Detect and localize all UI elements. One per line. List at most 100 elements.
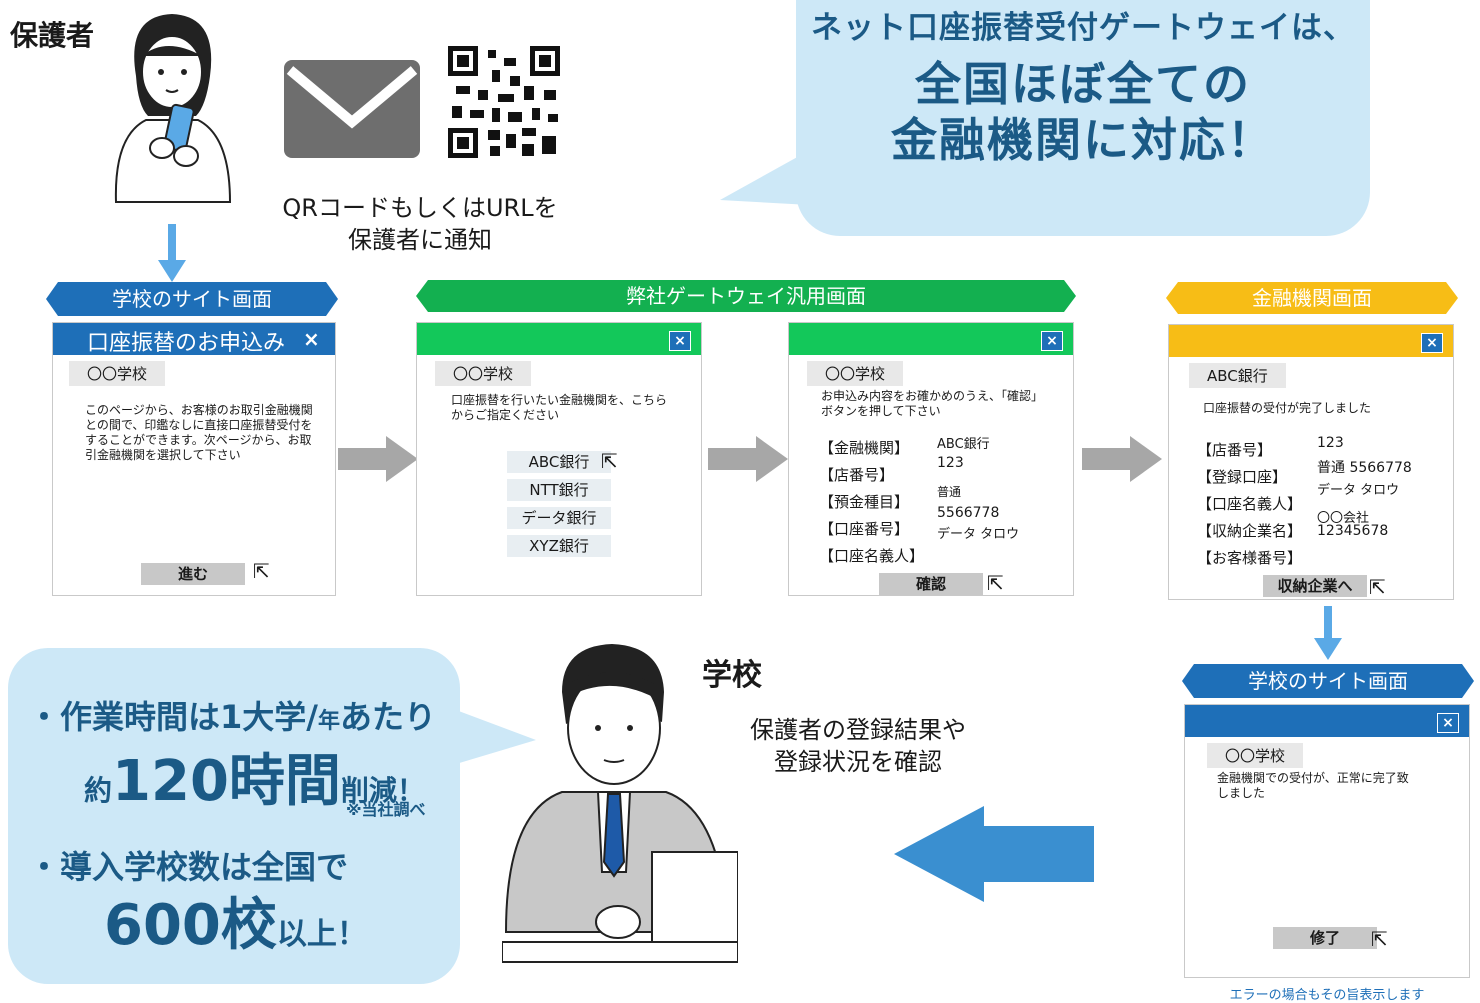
label-account-type: 【預金種目】 bbox=[819, 493, 910, 511]
banner-school-site-shape bbox=[46, 282, 338, 316]
cursor-icon: ⇱ bbox=[1369, 575, 1386, 599]
stat-schools-line-2: 600校以上！ bbox=[104, 880, 367, 961]
screen-school-result: × 〇〇学校 金融機関での受付が、正常に完了致しました 修了 ⇱ bbox=[1184, 704, 1470, 978]
label-registered-account: 【登録口座】 bbox=[1197, 468, 1288, 486]
cursor-icon: ⇱ bbox=[987, 571, 1004, 595]
value-account-holder: データ タロウ bbox=[937, 527, 1020, 542]
finish-button[interactable]: 修了 bbox=[1273, 927, 1377, 949]
screen-school-application: 口座振替のお申込み × 〇〇学校 このページから、お客様のお取引金融機関との間で… bbox=[52, 322, 336, 596]
headline-line-3: 金融機関に対応！ bbox=[891, 113, 1275, 167]
close-icon[interactable]: × bbox=[1041, 331, 1063, 351]
notify-text-line-2: 保護者に通知 bbox=[348, 226, 492, 254]
stat-schools-value: 600校 bbox=[104, 893, 277, 958]
headline-line-1: ネット口座振替受付ゲートウェイは、 bbox=[811, 10, 1355, 46]
school-label: 学校 bbox=[702, 658, 762, 693]
banner-bank: 金融機関画面 bbox=[1252, 286, 1372, 310]
stat-schools-more: 以上！ bbox=[276, 917, 367, 952]
value-branch: 123 bbox=[937, 455, 964, 471]
banner-gateway: 弊社ゲートウェイ汎用画面 bbox=[626, 284, 866, 308]
bank-option-ntt[interactable]: NTT銀行 bbox=[507, 479, 611, 501]
banner-bank-shape bbox=[1166, 282, 1458, 314]
label-bank: 【金融機関】 bbox=[819, 439, 910, 457]
complete-labels: 【店番号】 【登録口座】 【口座名義人】 【収納企業名】 【お客様番号】 bbox=[1197, 437, 1302, 572]
stat-hours-reduced: 削減！ bbox=[340, 774, 425, 807]
stat-hours-a: ・作業時間は1大学/ bbox=[28, 698, 318, 736]
bank-option-abc[interactable]: ABC銀行 bbox=[507, 451, 611, 473]
close-icon[interactable]: × bbox=[1437, 713, 1459, 733]
stat-hours-year: 年 bbox=[317, 709, 340, 734]
guardian-label: 保護者 bbox=[10, 19, 95, 52]
banner-gateway-shape bbox=[416, 280, 1076, 312]
error-note: エラーの場合もその旨表示します bbox=[1229, 988, 1425, 1003]
notify-text: QRコードもしくはURLを 保護者に通知 bbox=[240, 192, 600, 256]
cursor-icon: ⇱ bbox=[1371, 927, 1388, 951]
stats-bubble bbox=[8, 648, 460, 984]
close-icon[interactable]: × bbox=[303, 327, 320, 351]
label-account-holder: 【口座名義人】 bbox=[1197, 495, 1303, 513]
screen-bank-complete: × ABC銀行 口座振替の受付が完了しました 【店番号】 【登録口座】 【口座名… bbox=[1168, 324, 1454, 600]
cursor-icon: ⇱ bbox=[253, 559, 270, 583]
confirm-button[interactable]: 確認 bbox=[879, 573, 983, 595]
screen-gateway-confirm: × 〇〇学校 お申込み内容をお確かめのうえ、「確認」ボタンを押して下さい 【金融… bbox=[788, 322, 1074, 596]
stat-hours-approx: 約 bbox=[84, 774, 113, 807]
gray-arrow-1 bbox=[338, 436, 418, 482]
close-icon[interactable]: × bbox=[669, 331, 691, 351]
stat-schools-line-1: ・導入学校数は全国で bbox=[28, 848, 349, 886]
gray-arrow-2 bbox=[708, 436, 788, 482]
screen3-titlebar bbox=[789, 323, 1073, 355]
bank-name-chip: ABC銀行 bbox=[1189, 363, 1286, 388]
stat-hours-line-2: 約120時間削減！ bbox=[84, 736, 425, 817]
headline-bubble: ネット口座振替受付ゲートウェイは、 全国ほぼ全ての 金融機関に対応！ bbox=[796, 0, 1370, 236]
bank-option-data[interactable]: データ銀行 bbox=[507, 507, 611, 529]
value-account-type: 普通 bbox=[937, 485, 962, 499]
bank-option-xyz[interactable]: XYZ銀行 bbox=[507, 535, 611, 557]
screen1-body: このページから、お客様のお取引金融機関との間で、印鑑なしに直接口座振替受付をする… bbox=[85, 403, 313, 462]
screen3-body: お申込み内容をお確かめのうえ、「確認」ボタンを押して下さい bbox=[821, 389, 1044, 418]
label-company: 【収納企業名】 bbox=[1197, 522, 1303, 540]
screen4-body: 口座振替の受付が完了しました bbox=[1203, 401, 1372, 415]
screen5-body: 金融機関での受付が、正常に完了致しました bbox=[1217, 771, 1409, 800]
screen2-titlebar bbox=[417, 323, 701, 355]
guardian-illustration bbox=[114, 14, 232, 203]
stat-source-note: ※当社調べ bbox=[346, 800, 426, 819]
screen4-titlebar bbox=[1169, 325, 1453, 357]
banner-school-site-2-shape bbox=[1182, 664, 1474, 698]
stat-hours-value: 120時間 bbox=[112, 749, 341, 814]
mail-icon bbox=[284, 60, 420, 158]
banner-school-site: 学校のサイト画面 bbox=[112, 287, 272, 311]
proceed-button[interactable]: 進む bbox=[141, 563, 245, 585]
screen5-titlebar bbox=[1185, 705, 1469, 737]
screen1-title: 口座振替のお申込み bbox=[87, 331, 286, 356]
stat-hours-line-1: ・作業時間は1大学/年あたり bbox=[28, 692, 436, 738]
to-company-button[interactable]: 収納企業へ bbox=[1263, 575, 1367, 597]
gray-arrow-3 bbox=[1082, 436, 1162, 482]
label-account-number: 【口座番号】 bbox=[819, 520, 910, 538]
value-account-holder: データ タロウ bbox=[1317, 483, 1400, 498]
notify-text-line-1: QRコードもしくはURLを bbox=[282, 194, 558, 222]
confirm-labels: 【金融機関】 【店番号】 【預金種目】 【口座番号】 【口座名義人】 bbox=[819, 435, 924, 570]
screen1-titlebar bbox=[53, 323, 335, 355]
down-arrow-2 bbox=[1314, 606, 1342, 660]
value-company: 〇〇会社 bbox=[1317, 511, 1370, 526]
stats-bubble-tail bbox=[456, 710, 536, 764]
school-staff-illustration bbox=[502, 644, 738, 963]
big-blue-arrow bbox=[894, 806, 1094, 902]
cursor-icon: ⇱ bbox=[601, 449, 618, 473]
label-branch: 【店番号】 bbox=[819, 466, 895, 484]
close-icon[interactable]: × bbox=[1421, 333, 1443, 353]
school-name-chip: 〇〇学校 bbox=[1207, 743, 1304, 768]
banner-school-site-2: 学校のサイト画面 bbox=[1248, 669, 1408, 693]
school-text: 保護者の登録結果や 登録状況を確認 bbox=[720, 714, 996, 778]
school-name-chip: 〇〇学校 bbox=[69, 361, 166, 386]
school-text-line-2: 登録状況を確認 bbox=[774, 748, 942, 776]
school-name-chip: 〇〇学校 bbox=[435, 361, 532, 386]
school-text-line-1: 保護者の登録結果や bbox=[750, 716, 966, 744]
value-branch: 123 bbox=[1317, 435, 1344, 451]
headline-line-2: 全国ほぼ全ての bbox=[915, 57, 1251, 111]
value-bank: ABC銀行 bbox=[937, 437, 990, 452]
bubble-tail bbox=[720, 150, 810, 205]
value-customer-number: 12345678 bbox=[1317, 523, 1389, 539]
screen2-body: 口座振替を行いたい金融機関を、こちらからご指定ください bbox=[451, 393, 668, 422]
value-registered-account: 普通 5566778 bbox=[1317, 460, 1412, 476]
label-branch: 【店番号】 bbox=[1197, 441, 1273, 459]
